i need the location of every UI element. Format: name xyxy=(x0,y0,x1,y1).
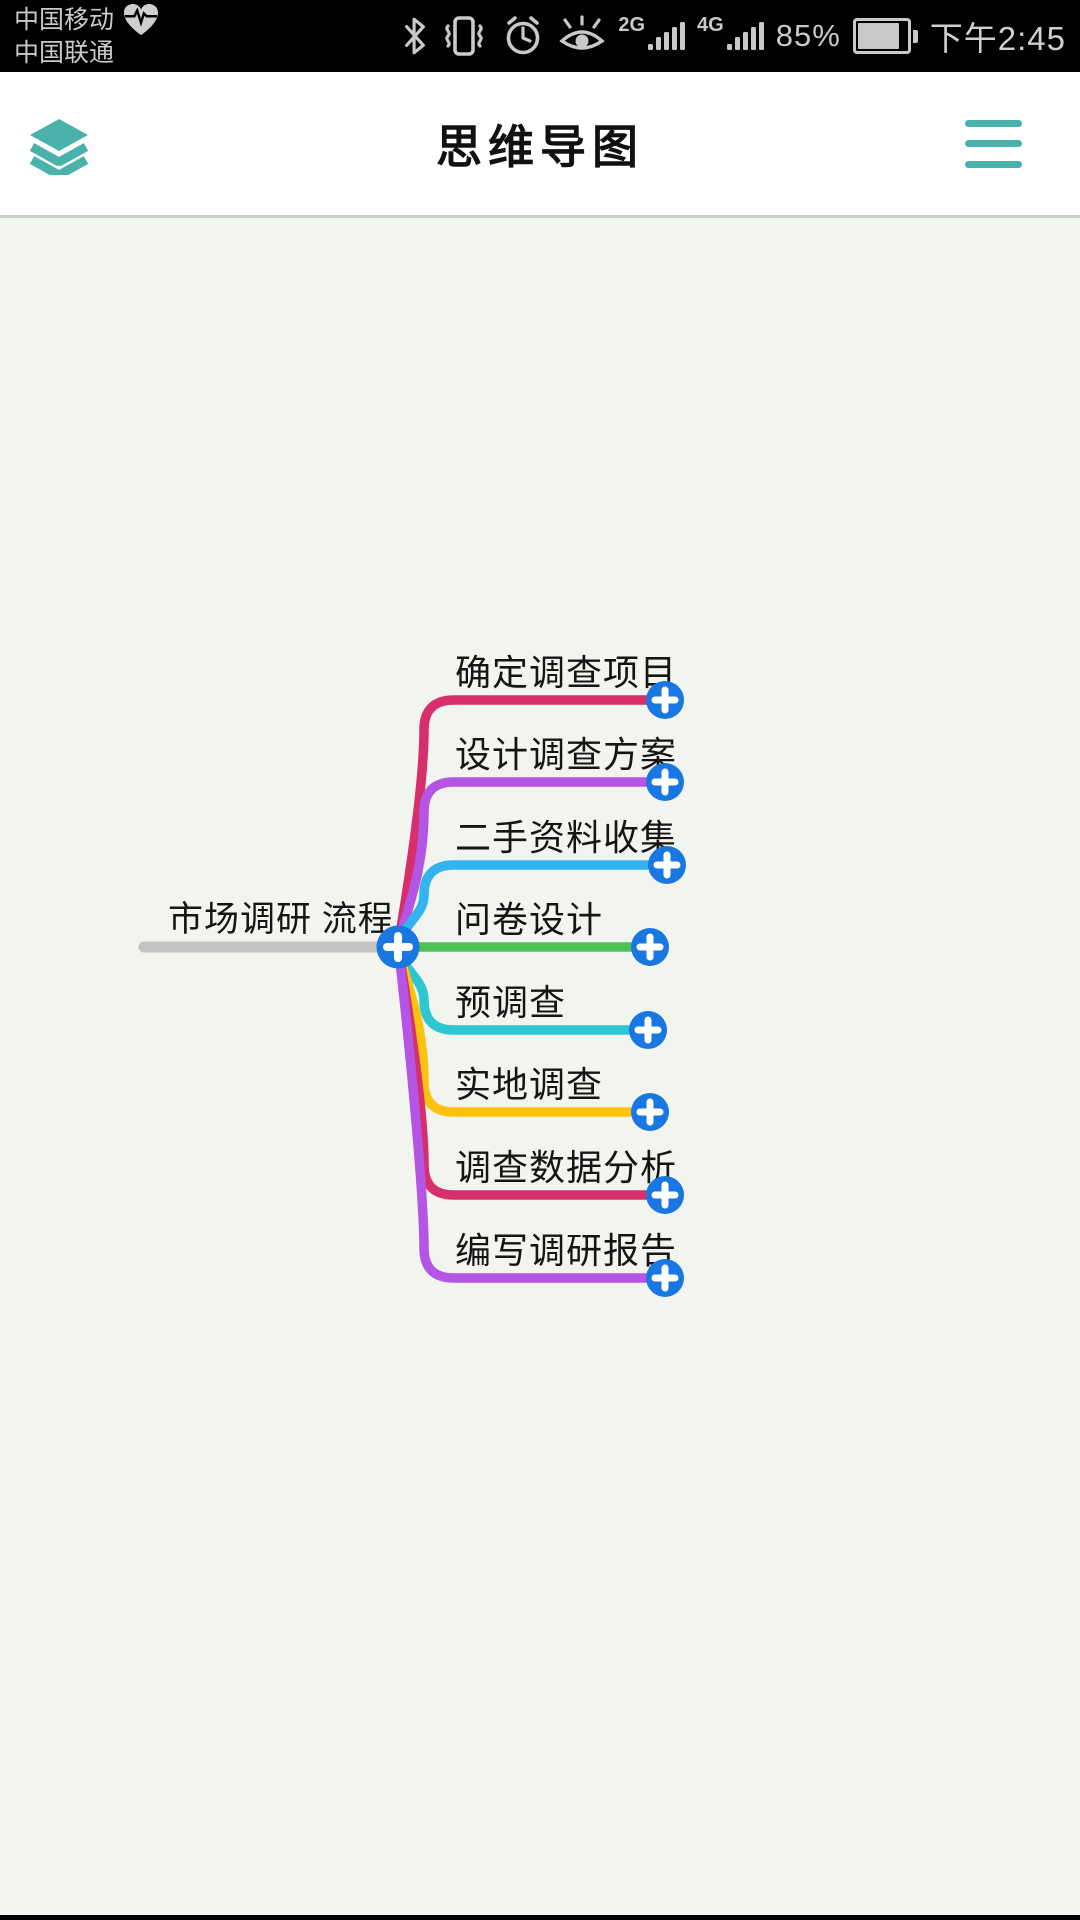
plus-icon xyxy=(651,686,679,714)
branch-curve xyxy=(393,777,670,952)
health-heart-icon xyxy=(124,3,159,36)
menu-button[interactable] xyxy=(965,119,1022,168)
branch-label[interactable]: 预调查 xyxy=(455,983,566,1023)
battery-icon xyxy=(852,18,918,54)
network-4g-label: 4G xyxy=(697,14,724,36)
status-bar: 中国移动 中国联通 xyxy=(0,0,1080,72)
mindmap-canvas[interactable]: 确定调查项目设计调查方案二手资料收集问卷设计预调查实地调查调查数据分析编写调研报… xyxy=(0,218,1080,1915)
signal-bars-4g-icon xyxy=(726,22,764,50)
header-divider xyxy=(0,215,1080,218)
branch-label[interactable]: 编写调研报告 xyxy=(455,1231,677,1271)
bluetooth-icon xyxy=(405,17,426,55)
plus-icon xyxy=(651,1264,679,1292)
branch-label[interactable]: 设计调查方案 xyxy=(455,735,677,775)
plus-icon xyxy=(383,932,413,962)
plus-icon xyxy=(651,1181,679,1209)
carrier-name-1: 中国移动 xyxy=(14,6,115,34)
branch-label[interactable]: 问卷设计 xyxy=(455,900,603,940)
menu-bar xyxy=(965,140,1022,147)
battery-fill xyxy=(857,23,899,49)
eye-protection-icon xyxy=(559,15,606,50)
battery-percent: 85% xyxy=(775,18,841,53)
alarm-icon xyxy=(507,16,540,55)
branch-label[interactable]: 二手资料收集 xyxy=(455,818,677,858)
signal-4g: 4G xyxy=(697,14,764,50)
status-time: 下午2:45 xyxy=(929,20,1066,57)
plus-icon xyxy=(636,1098,664,1126)
menu-bar xyxy=(965,119,1022,127)
branch-label[interactable]: 确定调查项目 xyxy=(455,653,677,693)
branch-label[interactable]: 实地调查 xyxy=(455,1065,603,1105)
plus-icon xyxy=(653,851,681,879)
plus-icon xyxy=(634,1016,662,1044)
page-title: 思维导图 xyxy=(436,121,644,173)
plus-icon xyxy=(636,933,664,961)
status-icons: 2G 4G 85% 下午2:45 xyxy=(402,12,1066,60)
branch-label[interactable]: 调查数据分析 xyxy=(455,1148,677,1188)
signal-bars-2g-icon xyxy=(648,22,686,50)
layers-icon xyxy=(29,118,89,179)
plus-icon xyxy=(651,768,679,796)
network-2g-label: 2G xyxy=(618,14,646,36)
branch-curve xyxy=(393,942,670,1283)
carrier-name-2: 中国联通 xyxy=(14,39,115,67)
carrier-block: 中国移动 中国联通 xyxy=(14,3,160,69)
signal-2g: 2G xyxy=(618,14,686,50)
app-logo-button[interactable] xyxy=(28,113,90,179)
vibrate-icon xyxy=(445,16,484,56)
mindmap[interactable]: 确定调查项目设计调查方案二手资料收集问卷设计预调查实地调查调查数据分析编写调研报… xyxy=(0,218,1080,1915)
menu-bar xyxy=(965,160,1022,168)
screen-bottom-edge xyxy=(0,1915,1080,1920)
app-header: 思维导图 xyxy=(0,72,1080,215)
root-node-label[interactable]: 市场调研 流程 xyxy=(168,900,394,939)
